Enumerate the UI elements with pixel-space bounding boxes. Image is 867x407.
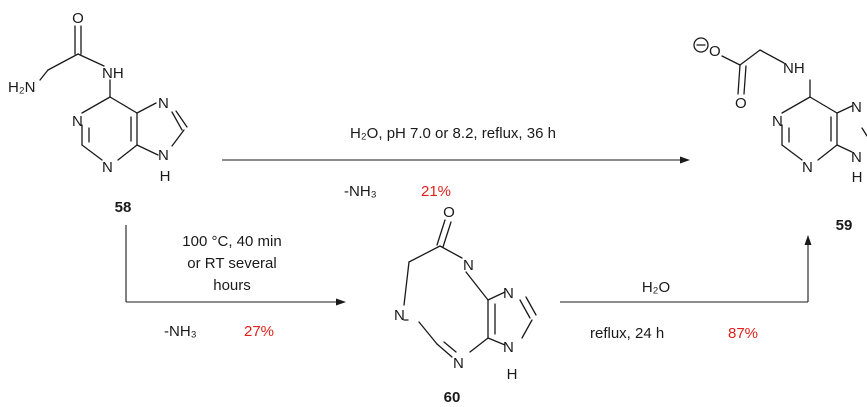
c59-amine-nh: NH — [783, 60, 805, 77]
compound-58-label: 58 — [115, 199, 132, 216]
c59-ring-n: N — [772, 113, 783, 130]
reaction-arrows — [125, 156, 812, 306]
c58-ring-n: N — [72, 113, 83, 130]
left-conditions-line3: hours — [213, 277, 251, 294]
c59-ring-n: N — [851, 99, 862, 116]
left-conditions-line1: 100 °C, 40 min — [182, 233, 281, 250]
c60-ring-n: N — [503, 285, 514, 302]
c58-carbonyl-o: O — [72, 10, 84, 27]
c58-amine-h2n: H₂N — [8, 79, 36, 96]
c60-ring-n: N — [463, 257, 474, 274]
compound-59-structure — [693, 37, 867, 161]
left-conditions-line2: or RT several — [187, 255, 276, 272]
left-yield: 27% — [244, 323, 274, 340]
c58-ring-n: N — [158, 95, 169, 112]
c58-amide-nh: NH — [102, 65, 124, 82]
compound-59-label: 59 — [836, 217, 853, 234]
c60-ring-h: H — [507, 366, 518, 383]
c60-ring-n: N — [453, 355, 464, 372]
compound-58-structure — [39, 25, 188, 161]
c58-ring-n: N — [158, 147, 169, 164]
c59-ring-h: H — [852, 169, 863, 186]
right-conditions: reflux, 24 h — [590, 325, 664, 342]
arrowhead — [336, 298, 346, 306]
compound-60-structure — [403, 219, 537, 358]
arrowhead — [680, 156, 690, 164]
c58-ring-n: N — [102, 159, 113, 176]
c59-ring-n: N — [802, 159, 813, 176]
c60-carbonyl-o: O — [443, 204, 455, 221]
top-yield: 21% — [421, 183, 451, 200]
c60-ring-nh: N — [503, 339, 514, 356]
right-yield: 87% — [728, 325, 758, 342]
c59-carbonyl-o: O — [735, 95, 747, 112]
top-byproduct: -NH₃ — [344, 183, 377, 200]
c60-ring-n: N — [394, 307, 405, 324]
top-conditions: H₂O, pH 7.0 or 8.2, reflux, 36 h — [350, 125, 556, 142]
left-byproduct: -NH₃ — [164, 323, 197, 340]
arrowhead — [804, 235, 812, 245]
c58-ring-h: H — [160, 168, 171, 185]
right-reagent: H₂O — [642, 279, 670, 296]
c59-ester-o: O — [709, 43, 721, 60]
compound-60-label: 60 — [444, 389, 461, 406]
c59-ring-n: N — [851, 149, 862, 166]
